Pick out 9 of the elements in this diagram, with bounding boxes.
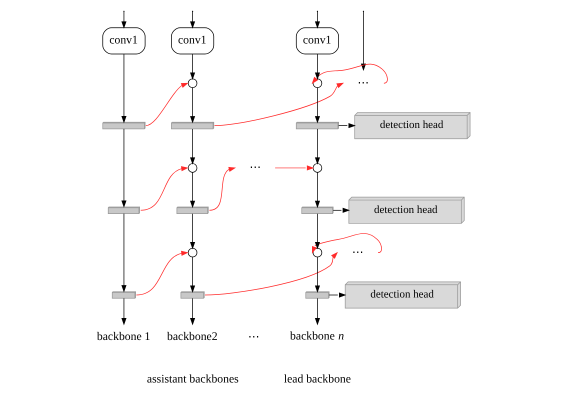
node-text: backbone 1 — [96, 330, 150, 344]
node-text: backbone n — [290, 329, 344, 342]
label: lead backbone — [283, 372, 350, 386]
node-text: backbone2 — [166, 330, 218, 344]
node-text: ⋯ — [351, 245, 364, 258]
node-text: ⋯ — [357, 76, 370, 90]
node-text: ⋯ — [249, 160, 262, 174]
label: assistant backbones — [146, 372, 238, 386]
label: ⋯ — [248, 330, 260, 344]
